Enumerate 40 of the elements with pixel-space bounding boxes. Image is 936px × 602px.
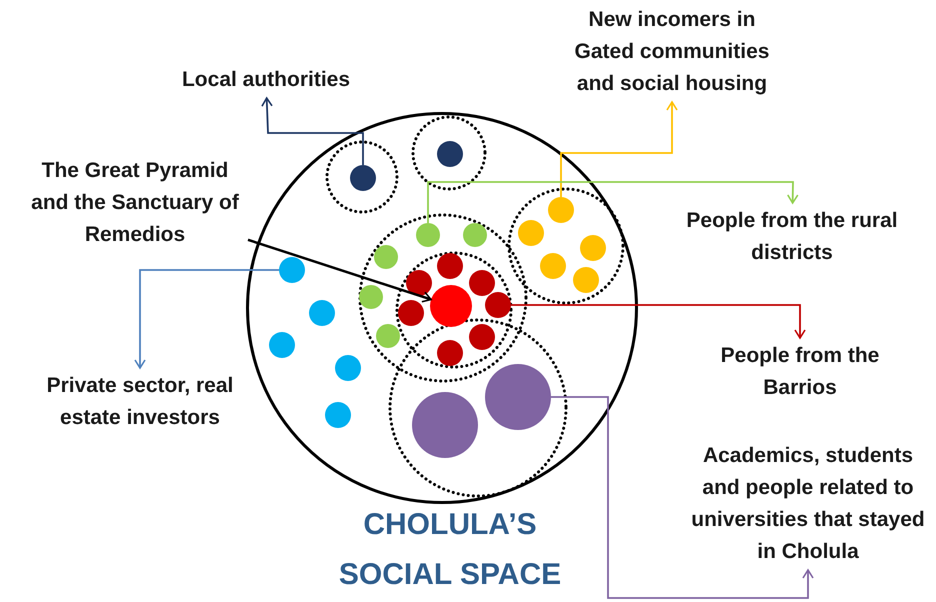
group-member-dot — [269, 332, 295, 358]
group-member-dot — [548, 197, 574, 223]
group-label: New incomers in Gated communities and social housing — [574, 8, 770, 95]
group-member-dot — [359, 285, 383, 309]
connector-arrow — [511, 304, 806, 339]
group-member-dot — [437, 253, 463, 279]
group-member-dot — [406, 270, 432, 296]
group-member-dot — [309, 300, 335, 326]
group-member-dot — [573, 267, 599, 293]
group-member-dot — [437, 340, 463, 366]
group-member-dot — [325, 402, 351, 428]
group-member-dot — [374, 245, 398, 269]
group-member-dot — [469, 270, 495, 296]
group-member-dot — [580, 235, 606, 261]
group-member-dot — [540, 253, 566, 279]
group-member-dot — [335, 355, 361, 381]
group-member-dot — [437, 141, 463, 167]
group-label: Academics, students and people related to universities that stayed in Cholula — [691, 444, 925, 563]
group-member-dot — [518, 220, 544, 246]
group-member-dot — [485, 292, 511, 318]
connector-arrow — [261, 97, 364, 165]
group-member-dot — [430, 285, 472, 327]
social-space-circle — [246, 112, 638, 504]
group-member-dot — [463, 223, 487, 247]
group-member-dot — [398, 300, 424, 326]
group-member-dot — [279, 257, 305, 283]
group-label: People from the rural districts — [686, 209, 898, 264]
connector-arrow — [134, 269, 279, 369]
connector-arrow — [427, 181, 799, 223]
connector-arrow — [560, 101, 678, 197]
group-label: Local authorities — [182, 68, 350, 91]
connector-arrow — [551, 396, 814, 599]
group-member-dot — [350, 165, 376, 191]
landmark-label: The Great Pyramid and the Sanctuary of Remedios — [31, 159, 239, 246]
group-member-dot — [376, 324, 400, 348]
group-member-dot — [416, 223, 440, 247]
group-member-dot — [469, 324, 495, 350]
group-label: People from the Barrios — [720, 344, 880, 399]
diagram-title: CHOLULA’S SOCIAL SPACE — [338, 507, 562, 593]
group-label: Private sector, real estate investors — [46, 374, 234, 429]
